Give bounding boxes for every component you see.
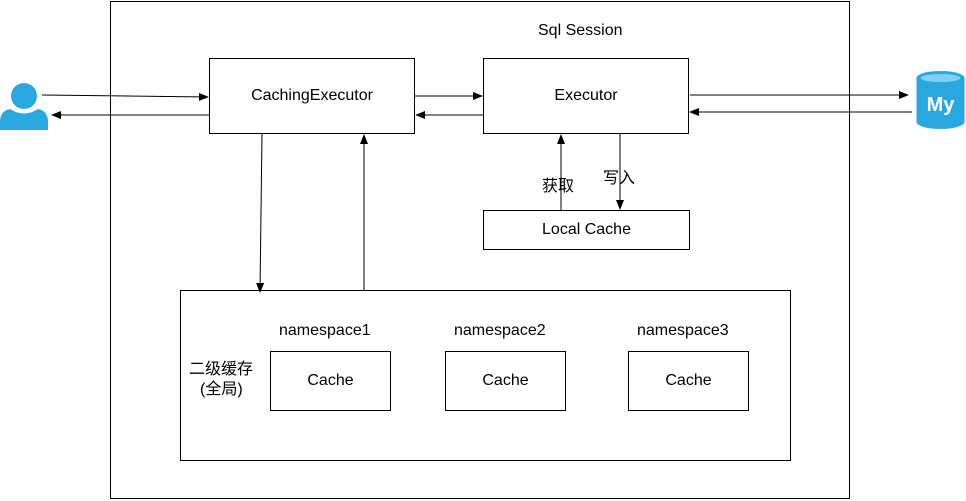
second-level-cache-title: 二级缓存	[189, 361, 254, 378]
sql-session-title: Sql Session	[538, 22, 623, 39]
mysql-database-icon: My	[916, 71, 965, 129]
local-cache-box: Local Cache	[483, 210, 690, 250]
local-cache-label: Local Cache	[542, 221, 631, 238]
arrow-user-to-caching-executor	[41, 92, 209, 101]
executor-label: Executor	[554, 87, 618, 104]
namespace-1-cache-box: Cache	[270, 351, 391, 411]
namespace-3-cache-box: Cache	[628, 351, 749, 411]
database-icon-text: My	[927, 94, 956, 116]
caching-executor-box: CachingExecutor	[209, 58, 415, 134]
second-level-cache-scope: (全局)	[200, 381, 243, 398]
second-level-cache-container	[180, 290, 791, 461]
namespace-2-cache-box: Cache	[445, 351, 566, 411]
fetch-label: 获取	[542, 178, 575, 195]
caching-executor-label: CachingExecutor	[251, 87, 373, 104]
arrow-caching-executor-to-second-level-cache	[256, 133, 265, 293]
namespace-2-label: namespace2	[454, 322, 546, 339]
write-label: 写入	[603, 170, 636, 187]
user-icon	[0, 83, 48, 130]
namespace-3-cache-label: Cache	[665, 372, 712, 389]
namespace-1-label: namespace1	[279, 322, 371, 339]
sql-session-frame	[110, 1, 850, 499]
namespace-2-cache-label: Cache	[482, 372, 529, 389]
executor-box: Executor	[483, 58, 689, 134]
namespace-3-label: namespace3	[637, 322, 729, 339]
namespace-1-cache-label: Cache	[307, 372, 354, 389]
